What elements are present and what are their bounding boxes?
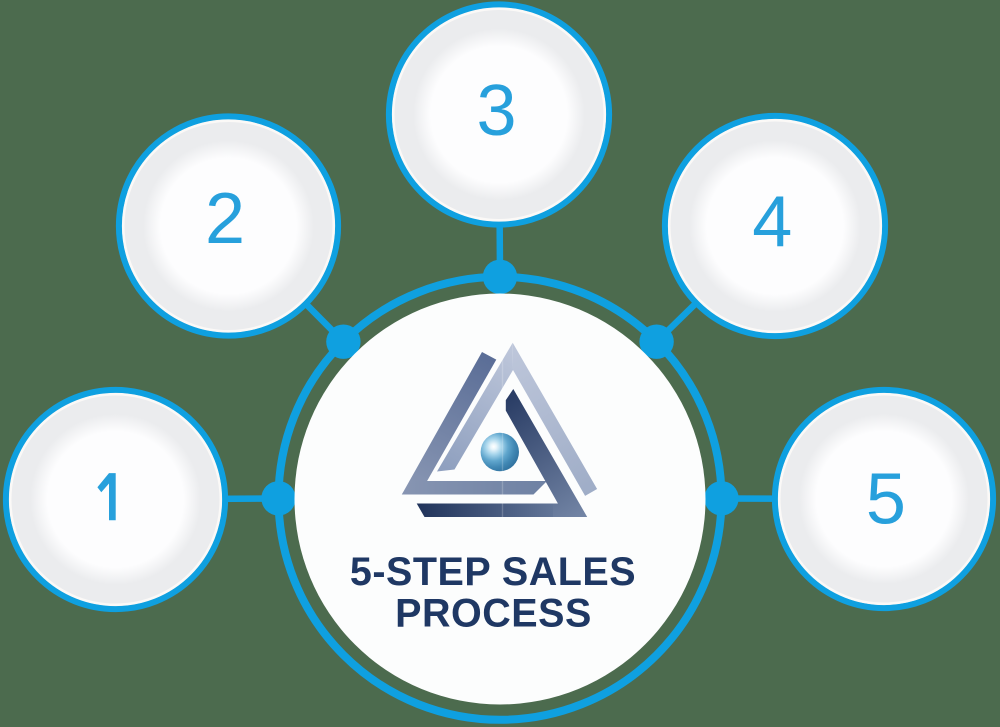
- svg-text:5: 5: [866, 459, 906, 539]
- svg-text:3: 3: [476, 71, 516, 151]
- svg-text:2: 2: [205, 179, 245, 259]
- svg-text:4: 4: [752, 183, 792, 263]
- svg-text:PROCESS: PROCESS: [395, 592, 592, 636]
- svg-text:5-STEP SALES: 5-STEP SALES: [350, 550, 636, 594]
